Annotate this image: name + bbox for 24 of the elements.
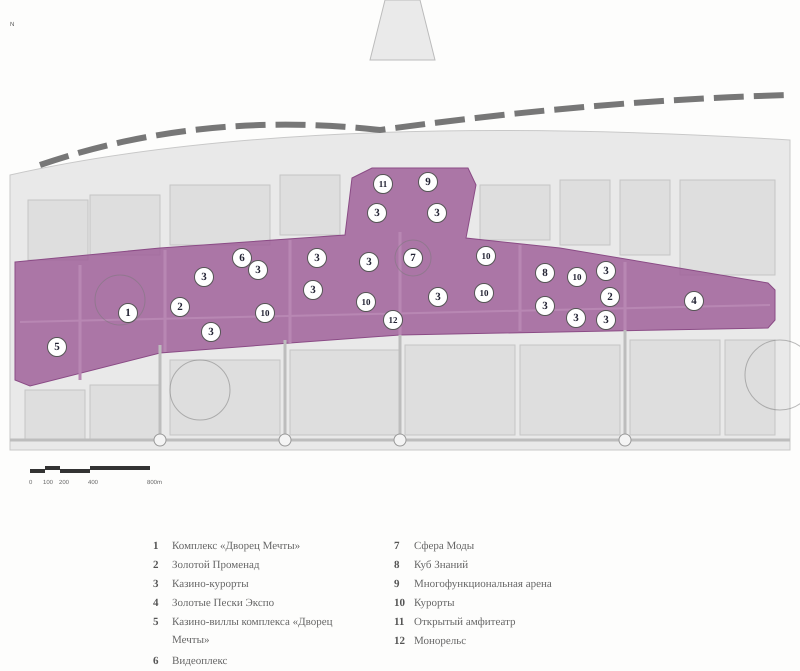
key-number: 8	[394, 559, 400, 571]
key-text: Казино-виллы комплекса «Дворец Мечты»	[172, 615, 334, 648]
key-number: 6	[153, 655, 158, 667]
key-number: 9	[394, 578, 400, 590]
key-number: 7	[394, 540, 400, 552]
key-number: 12	[394, 635, 405, 647]
key-text: Видеоплекс	[172, 654, 228, 669]
key-number: 4	[153, 597, 158, 609]
key-number: 11	[394, 616, 404, 628]
key-text: Монорельс	[414, 634, 468, 649]
key-number: 1	[153, 540, 158, 552]
key-text: Казино-курорты	[172, 577, 250, 592]
key-text: Золотой Променад	[172, 558, 260, 573]
key-text: Куб Знаний	[414, 558, 470, 573]
key-text: Открытый амфитеатр	[414, 615, 517, 630]
key-number: 3	[153, 578, 158, 590]
key-text: Курорты	[414, 596, 456, 611]
key-text: Сфера Моды	[414, 539, 476, 554]
key-text: Многофункциональная арена	[414, 577, 553, 592]
key-number: 5	[153, 616, 158, 628]
key-text: Золотые Пески Экспо	[172, 596, 276, 611]
key-text: Комплекс «Дворец Мечты»	[172, 539, 302, 554]
key-number: 10	[394, 597, 405, 609]
key-number: 2	[153, 559, 158, 571]
